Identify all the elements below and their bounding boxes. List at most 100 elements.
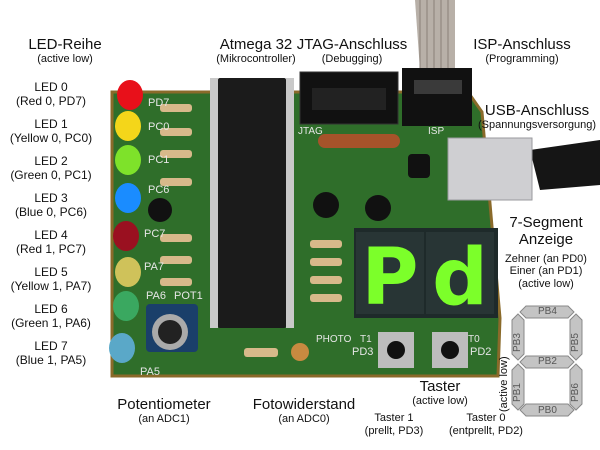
seg-label-pb6: PB6 xyxy=(570,383,581,402)
ldr-title: Fotowiderstand xyxy=(252,396,356,413)
resistors xyxy=(160,104,342,357)
jtag-subtitle: (Debugging) xyxy=(321,53,383,66)
silk-pd7: PD7 xyxy=(148,97,170,109)
led-label-name: LED 6 xyxy=(34,302,68,316)
seg-label-pb0: PB0 xyxy=(538,405,557,416)
led-label-name: LED 1 xyxy=(34,117,68,131)
button-t1 xyxy=(378,332,414,368)
segment-line-1: Zehner (an PD0) xyxy=(505,252,587,265)
capacitor xyxy=(148,198,172,222)
led-7 xyxy=(109,333,135,363)
seg-label-pb5: PB5 xyxy=(570,333,581,352)
led-label-7: LED 7(Blue 1, PA5) xyxy=(6,339,96,368)
led-label-6: LED 6(Green 1, PA6) xyxy=(6,302,96,331)
led-label-detail: (Blue 1, PA5) xyxy=(15,353,87,368)
led-label-4: LED 4(Red 1, PC7) xyxy=(6,228,96,257)
led-6 xyxy=(113,291,139,321)
ribbon-cable xyxy=(415,0,455,70)
pot-subtitle: (an ADC1) xyxy=(138,413,190,426)
ldr-subtitle: (an ADC0) xyxy=(278,413,330,426)
led-label-detail: (Red 1, PC7) xyxy=(15,242,87,257)
potentiometer xyxy=(146,304,198,352)
led-heading-title: LED-Reihe xyxy=(28,36,102,53)
seg-label-pb3: PB3 xyxy=(512,333,523,352)
capacitor xyxy=(365,195,391,221)
led-label-3: LED 3(Blue 0, PC6) xyxy=(6,191,96,220)
pot-title: Potentiometer xyxy=(117,396,211,413)
segment-title-1: 7-Segment xyxy=(509,214,583,231)
led-label-detail: (Green 0, PC1) xyxy=(10,168,92,183)
segment-pb5 xyxy=(569,313,583,361)
capacitor xyxy=(313,192,339,218)
seg-label-pb4: PB4 xyxy=(538,306,557,317)
button-t0-line-2: (entprellt, PD2) xyxy=(449,424,523,437)
led-label-name: LED 3 xyxy=(34,191,68,205)
mcu-title: Atmega 32 xyxy=(219,36,293,53)
button-t0-label: Taster 0 (entprellt, PD2) xyxy=(438,412,534,437)
seg-label-pb1: PB1 xyxy=(512,383,523,402)
led-label-5: LED 5(Yellow 1, PA7) xyxy=(6,265,96,294)
button-t1-line-1: Taster 1 xyxy=(374,412,414,424)
segment-title-2: Anzeige xyxy=(518,231,574,249)
isp-label: ISP-Anschluss (Programming) xyxy=(464,36,580,66)
segment-pb3 xyxy=(511,313,525,361)
silk-pc6: PC6 xyxy=(148,184,170,196)
isp-subtitle: (Programming) xyxy=(485,53,559,66)
segment-pb4 xyxy=(519,305,575,319)
silk-t0: T0 xyxy=(468,334,480,345)
segment-pb0 xyxy=(519,403,575,417)
led-label-detail: (Yellow 0, PC0) xyxy=(9,131,93,146)
segment-diagram xyxy=(511,305,583,417)
atmega-chip xyxy=(218,78,286,328)
silk-pc0: PC0 xyxy=(148,121,170,133)
silk-isp: ISP xyxy=(428,126,445,137)
seg-side-label: (active low) xyxy=(498,356,510,412)
led-2 xyxy=(115,145,141,175)
mcu-label: Atmega 32 (Mikrocontroller) xyxy=(196,36,316,66)
button-t1-label: Taster 1 (prellt, PD3) xyxy=(352,412,436,437)
jtag-title: JTAG-Anschluss xyxy=(296,36,408,53)
led-label-1: LED 1(Yellow 0, PC0) xyxy=(6,117,96,146)
button-t1-line-2: (prellt, PD3) xyxy=(364,424,424,437)
led-label-name: LED 4 xyxy=(34,228,68,242)
led-heading-subtitle: (active low) xyxy=(37,53,93,66)
silk-pc7: PC7 xyxy=(144,228,166,240)
button-t0-line-1: Taster 0 xyxy=(466,412,506,424)
seg-label-pb2: PB2 xyxy=(538,356,557,367)
usb-label: USB-Anschluss (Spannungsversorgung) xyxy=(478,102,596,132)
silk-pd2: PD2 xyxy=(470,346,492,358)
led-label-detail: (Red 0, PD7) xyxy=(15,94,87,109)
usb-subtitle: (Spannungsversorgung) xyxy=(478,119,597,132)
led-1 xyxy=(115,111,141,141)
segment-line-2: Einer (an PD1) xyxy=(509,265,583,278)
photoresistor xyxy=(291,343,309,361)
silk-pot1: POT1 xyxy=(174,290,203,302)
ldr-label: Fotowiderstand (an ADC0) xyxy=(244,396,364,426)
led-heading: LED-Reihe (active low) xyxy=(10,36,120,66)
silk-pc1: PC1 xyxy=(148,154,170,166)
led-label-0: LED 0(Red 0, PD7) xyxy=(6,80,96,109)
silk-pa7: PA7 xyxy=(144,261,164,273)
led-4 xyxy=(113,221,139,251)
isp-title: ISP-Anschluss xyxy=(473,36,571,53)
jtag-label: JTAG-Anschluss (Debugging) xyxy=(290,36,414,66)
led-label-detail: (Blue 0, PC6) xyxy=(14,205,88,220)
silk-jtag: JTAG xyxy=(298,126,323,137)
silk-pd3: PD3 xyxy=(352,346,374,358)
display-digit-ones: d xyxy=(432,233,488,323)
silk-photo: PHOTO xyxy=(316,334,352,345)
segment-pb6 xyxy=(569,363,583,411)
pot-label: Potentiometer (an ADC1) xyxy=(104,396,224,426)
led-label-name: LED 0 xyxy=(34,80,68,94)
usb-cable xyxy=(530,140,600,190)
led-0 xyxy=(117,80,143,110)
segment-line-3: (active low) xyxy=(518,277,574,290)
segment-pb1 xyxy=(511,363,525,411)
buttons-title: Taster xyxy=(419,378,461,395)
led-label-name: LED 2 xyxy=(34,154,68,168)
seven-segment-display: P d xyxy=(354,228,498,323)
silk-pa6: PA6 xyxy=(146,290,166,302)
led-label-detail: (Yellow 1, PA7) xyxy=(10,279,92,294)
crystal xyxy=(318,134,400,148)
